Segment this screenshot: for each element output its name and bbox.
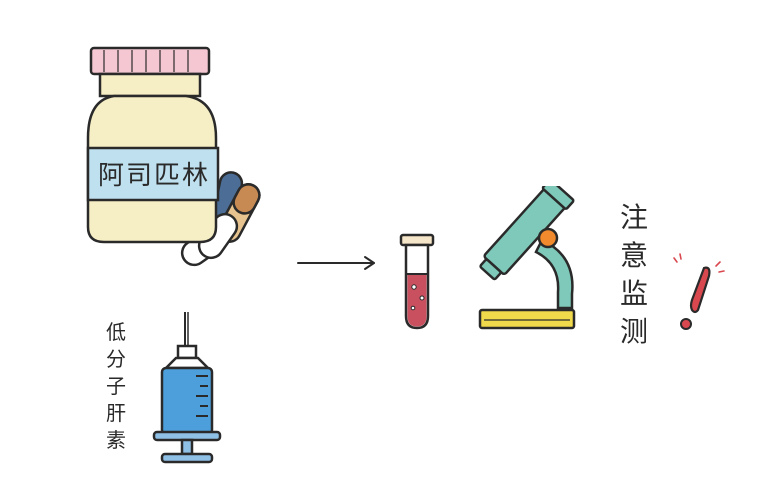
- arrow-icon: [296, 254, 378, 272]
- syringe-icon: [150, 310, 226, 466]
- monitor-char: 测: [619, 315, 648, 348]
- exclamation-icon: [664, 248, 734, 336]
- pill-bottle-icon: [78, 42, 268, 267]
- monitor-char: 意: [619, 239, 648, 272]
- test-tube-icon: [398, 232, 438, 332]
- heparin-char: 素: [106, 428, 126, 452]
- monitor-label: 注 意 监 测: [618, 204, 650, 346]
- heparin-char: 肝: [106, 401, 126, 425]
- bottle-label-text: 阿司匹林: [97, 161, 210, 191]
- heparin-label: 低 分 子 肝 素: [104, 322, 128, 450]
- heparin-char: 分: [106, 347, 126, 371]
- microscope-icon: [476, 186, 582, 336]
- heparin-char: 低: [106, 320, 126, 344]
- monitor-char: 监: [619, 277, 648, 310]
- heparin-char: 子: [106, 374, 126, 398]
- monitor-char: 注: [619, 201, 648, 234]
